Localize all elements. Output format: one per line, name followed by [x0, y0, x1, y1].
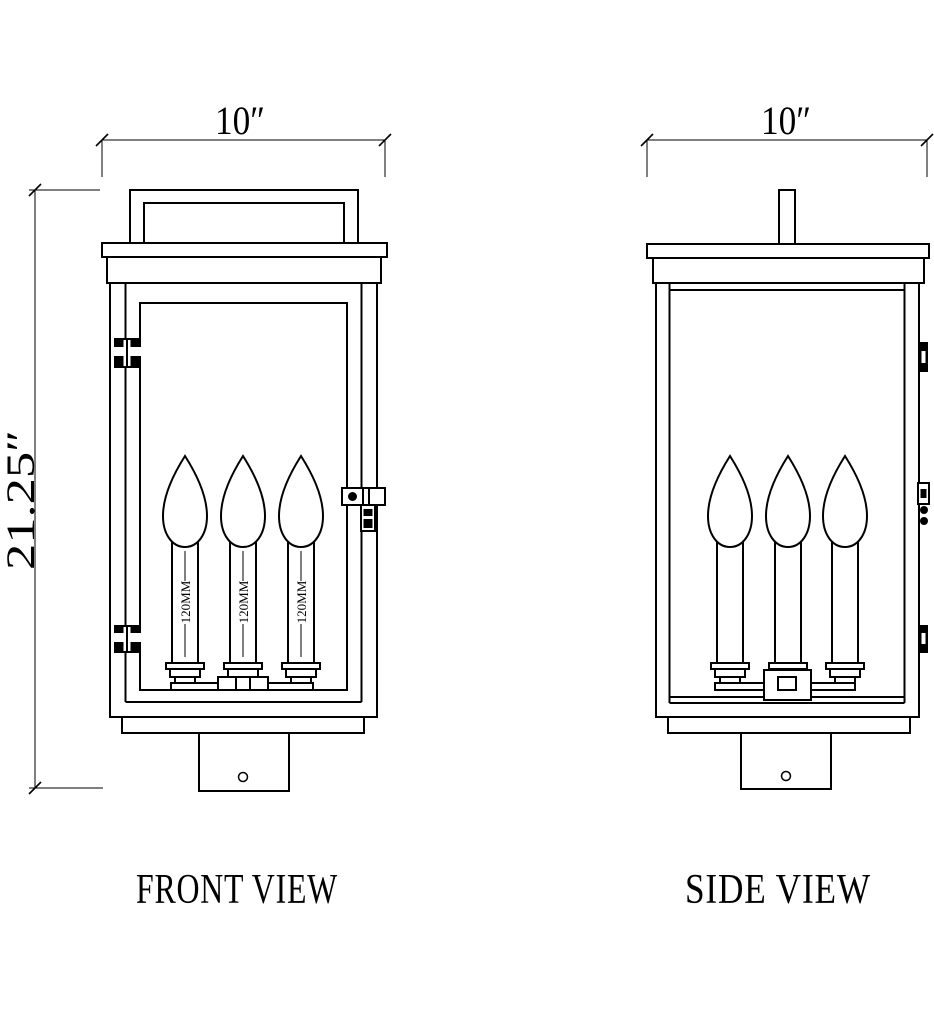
bulb [277, 454, 325, 549]
post-mount [198, 732, 290, 792]
tray-arm-left [714, 682, 765, 691]
dimension-tick [920, 133, 934, 147]
base-slab [121, 716, 365, 734]
latch-knob [920, 517, 928, 525]
side-lantern-drawing [646, 189, 930, 790]
side-width-dimension: 10″ [640, 98, 934, 177]
base-slab [667, 716, 911, 734]
front-width-dimension-text: 10″ [215, 98, 265, 143]
side-hinge-top [919, 342, 928, 372]
latch-pad [363, 509, 373, 516]
front-view-label: FRONT VIEW [136, 867, 338, 913]
side-view-label: SIDE VIEW [685, 867, 871, 913]
dimension-tick [378, 133, 392, 147]
dimension-tick [95, 133, 109, 147]
latch-knob [920, 506, 928, 514]
candle-height-text: 120MM [294, 580, 309, 623]
side-hinge-bottom [919, 625, 928, 653]
side-width-dimension-text: 10″ [761, 98, 811, 143]
door-hinge-top [114, 338, 141, 368]
candle: 120MM [219, 454, 267, 678]
candle-sleeve [716, 539, 744, 664]
tray-arm-right [810, 682, 856, 691]
candle: 120MM [277, 454, 325, 684]
hinge-slot [921, 351, 926, 363]
side-view: 10″ [640, 98, 934, 913]
dimension-tick [28, 183, 42, 197]
latch-pad [363, 519, 373, 528]
candle: 120MM [161, 454, 209, 684]
mounting-hole [237, 771, 249, 783]
bulb [161, 454, 209, 549]
bulb [764, 454, 812, 549]
candle-sleeve [774, 539, 802, 664]
front-view: 10″ 120MM [95, 98, 392, 913]
handle-inner [143, 202, 345, 248]
lid [101, 242, 388, 258]
hinge-pin [126, 625, 128, 653]
dimension-tick [640, 133, 654, 147]
latch-knob [348, 492, 357, 501]
hinge-slot [921, 633, 926, 644]
post-mount [740, 732, 832, 790]
dimension-tick [28, 781, 42, 795]
holder-cup [714, 668, 746, 678]
candle [706, 454, 754, 684]
candle [764, 454, 812, 678]
holder-cup [829, 668, 861, 678]
candle [821, 454, 869, 684]
finial-stem [778, 189, 796, 249]
height-dimension: 21.25″ [0, 183, 103, 795]
holder-cup [285, 668, 317, 678]
door-latch [341, 487, 386, 532]
pedestal-notch [777, 676, 797, 691]
holder-cup [227, 668, 259, 678]
tray-arm-right [267, 682, 314, 691]
cap [652, 257, 925, 284]
pedestal-notch [235, 676, 251, 691]
cap [106, 256, 382, 284]
mounting-hole [780, 770, 792, 782]
holder-cup [169, 668, 201, 678]
hinge-pin [126, 338, 128, 368]
front-lantern-drawing: 120MM 120MM 120MM [101, 189, 388, 792]
door-hinge-bottom [114, 625, 141, 653]
tray-arm-left [170, 682, 219, 691]
candle-sleeve [831, 539, 859, 664]
bulb [219, 454, 267, 549]
bulb [706, 454, 754, 549]
candle-height-text: 120MM [178, 580, 193, 623]
candle-height-text: 120MM [236, 580, 251, 623]
side-latch [917, 482, 930, 525]
bulb [821, 454, 869, 549]
height-dimension-text: 21.25″ [0, 430, 43, 570]
lid [646, 243, 930, 259]
latch-pad [920, 489, 927, 498]
front-width-dimension: 10″ [95, 98, 392, 177]
